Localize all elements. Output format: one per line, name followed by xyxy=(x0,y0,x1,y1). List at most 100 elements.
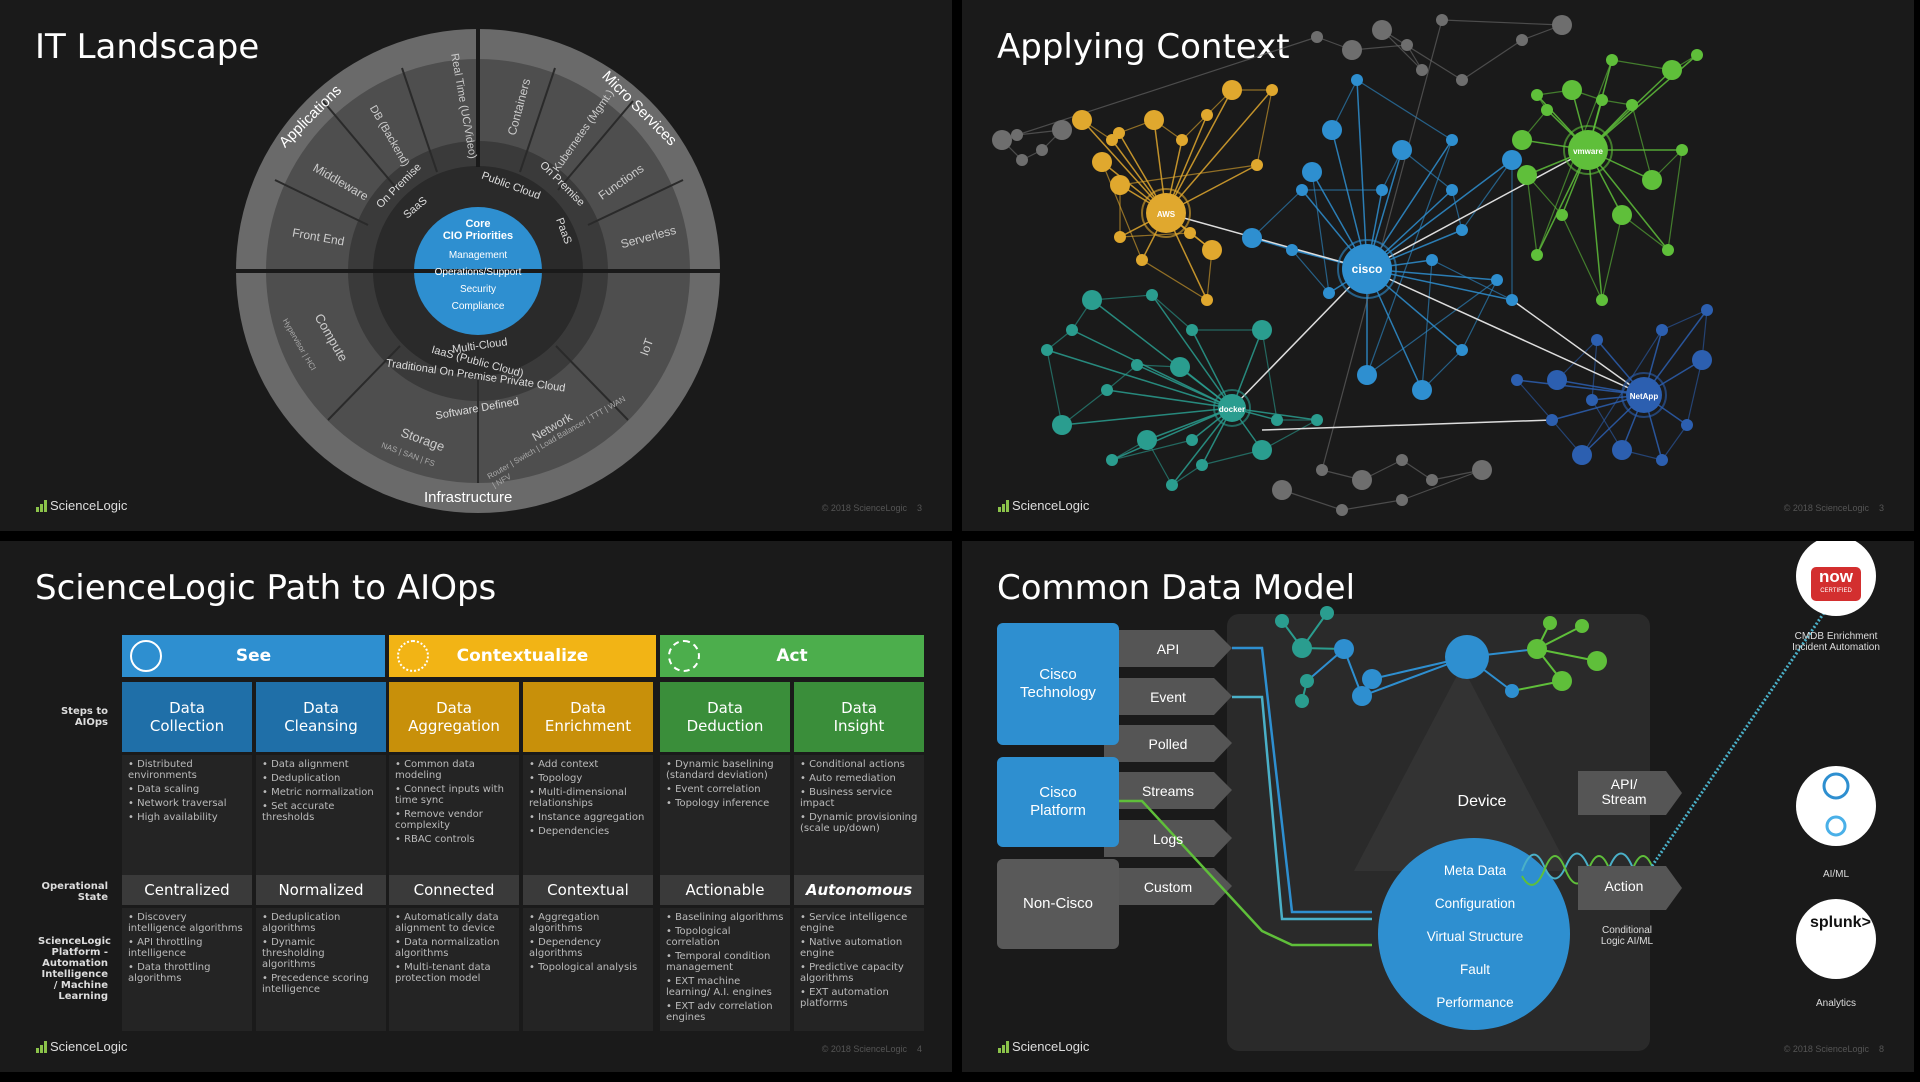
slide-it-landscape[interactable]: IT Landscape Applications M xyxy=(0,0,952,531)
edge xyxy=(1366,279,1498,376)
input-event: Event xyxy=(1150,688,1186,705)
edge xyxy=(1401,469,1483,501)
node xyxy=(1252,320,1272,340)
operational-state: Centralized xyxy=(122,875,252,905)
node xyxy=(992,130,1012,150)
edge xyxy=(1171,464,1203,486)
node xyxy=(1082,290,1102,310)
device-item: Meta Data xyxy=(1443,863,1507,878)
platform-item: • Automatically data alignment to device xyxy=(395,912,499,934)
node xyxy=(1362,669,1382,689)
node xyxy=(1543,616,1557,630)
input-api: API xyxy=(1156,640,1180,657)
link xyxy=(1366,268,1645,396)
node xyxy=(1352,470,1372,490)
output-arrow xyxy=(1578,771,1682,815)
edge xyxy=(1667,149,1683,251)
edge xyxy=(1151,294,1233,409)
device-circle xyxy=(1378,838,1570,1030)
operational-state: Contextual xyxy=(523,875,653,905)
edge xyxy=(1191,329,1233,409)
slide-path-to-aiops[interactable]: ScienceLogic Path to AIOps See Contextua… xyxy=(0,541,952,1072)
copyright: © 2018 ScienceLogic 3 xyxy=(821,503,922,513)
node xyxy=(1552,671,1572,691)
node xyxy=(1357,365,1377,385)
copyright: © 2018 ScienceLogic 3 xyxy=(1783,503,1884,513)
link xyxy=(1366,149,1589,270)
node xyxy=(1322,120,1342,140)
edge xyxy=(1171,407,1233,486)
slide-title: ScienceLogic Path to AIOps xyxy=(35,568,497,608)
node xyxy=(1547,370,1567,390)
node xyxy=(1612,440,1632,460)
edge xyxy=(1591,339,1598,401)
node xyxy=(1527,639,1547,659)
desc-item: • Business service impact xyxy=(800,787,893,809)
node xyxy=(1352,686,1372,706)
edge xyxy=(1091,299,1233,409)
edge xyxy=(1071,329,1233,409)
hub-ring xyxy=(1337,239,1397,299)
desc-item: • Distributed environments xyxy=(128,759,197,781)
phase-see: See xyxy=(122,635,385,677)
input-logs: Logs xyxy=(1152,830,1184,847)
device-items: Meta Data Configuration Virtual Structur… xyxy=(1385,854,1565,1019)
data-model-diagram xyxy=(1104,541,1876,1051)
watson-icon xyxy=(1822,772,1850,800)
desc-item: • Topology xyxy=(529,773,583,784)
node xyxy=(1114,231,1126,243)
desc-item: • Instance aggregation xyxy=(529,812,645,823)
desc-item: • Common data modeling xyxy=(395,759,475,781)
operational-state: Connected xyxy=(389,875,519,905)
edge xyxy=(1461,159,1513,231)
core-title: Core xyxy=(465,218,491,230)
node xyxy=(1286,244,1298,256)
node xyxy=(1137,430,1157,450)
caption-analytics: Analytics xyxy=(1815,998,1856,1009)
node xyxy=(1251,159,1263,171)
node xyxy=(1066,324,1078,336)
network-icon xyxy=(397,640,429,672)
edge xyxy=(1261,329,1278,421)
edge xyxy=(1081,119,1167,214)
edge xyxy=(1231,407,1318,421)
slide-title: Applying Context xyxy=(997,27,1290,67)
desc-item: • Remove vendor complexity xyxy=(395,809,483,831)
platform-item: • API throttling intelligence xyxy=(128,937,203,959)
aws-hub-icon xyxy=(1146,193,1186,233)
platform-item: • Predictive capacity algorithms xyxy=(800,962,904,984)
node xyxy=(1396,454,1408,466)
link xyxy=(1261,419,1553,431)
core-item: Security xyxy=(459,284,497,295)
hub-label: NetApp xyxy=(1630,392,1659,401)
node xyxy=(1036,144,1048,156)
platform-item: • EXT automation platforms xyxy=(800,987,889,1009)
node xyxy=(1242,228,1262,248)
edge xyxy=(1401,149,1453,191)
node xyxy=(1691,49,1703,61)
desc-item: • Data scaling xyxy=(128,784,200,795)
edge xyxy=(1111,407,1233,461)
platform-item: • Dependency algorithms xyxy=(529,937,602,959)
node xyxy=(1575,619,1589,633)
desc-item: • High availability xyxy=(128,812,218,823)
step-description: • Conditional actions• Auto remediation•… xyxy=(794,755,924,883)
node xyxy=(1456,344,1468,356)
platform-item: • Multi-tenant data protection model xyxy=(395,962,491,984)
edge xyxy=(1441,19,1563,26)
node xyxy=(1446,184,1458,196)
node xyxy=(1446,134,1458,146)
node xyxy=(1642,170,1662,190)
edge xyxy=(1341,499,1403,511)
node xyxy=(1426,254,1438,266)
platform-item: • Precedence scoring intelligence xyxy=(262,973,369,995)
node xyxy=(1401,39,1413,51)
hub-ring xyxy=(1563,125,1613,175)
link xyxy=(1511,299,1645,396)
node xyxy=(1011,129,1023,141)
node xyxy=(1166,479,1178,491)
platform-item: • Topological analysis xyxy=(529,962,638,973)
